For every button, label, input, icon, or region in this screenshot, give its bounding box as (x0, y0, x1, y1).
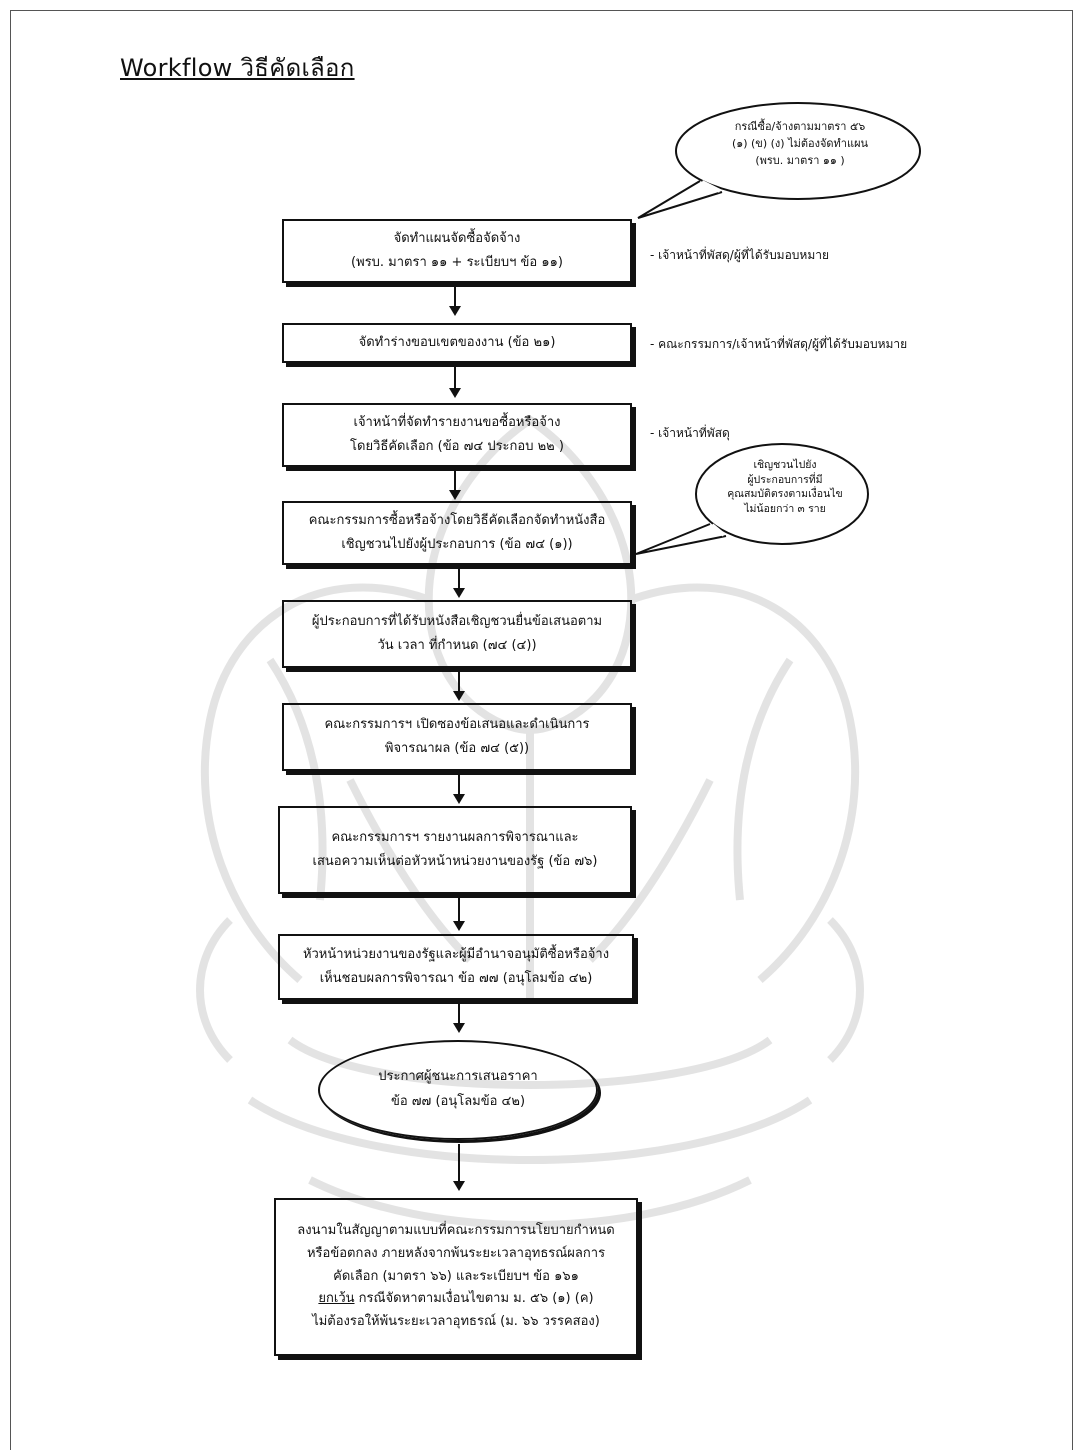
page-border (10, 10, 1073, 1450)
step-sign-contract: ลงนามในสัญญาตามแบบที่คณะกรรมการนโยบายกำห… (274, 1198, 638, 1356)
arrow-1-head (449, 306, 461, 316)
arrow-4-head (453, 588, 465, 598)
arrow-6-head (453, 794, 465, 804)
step-plan-procurement: จัดทำแผนจัดซื้อจัดจ้าง (พรบ. มาตรา ๑๑ + … (282, 219, 632, 283)
arrow-7 (458, 896, 460, 922)
arrow-3-head (449, 490, 461, 500)
callout-bubble-plan (637, 102, 921, 219)
step-committee-report: คณะกรรมการฯ รายงานผลการพิจารณาและ เสนอคว… (278, 806, 632, 894)
arrow-6 (458, 773, 460, 795)
arrow-1 (454, 285, 456, 307)
step-submit-proposal: ผู้ประกอบการที่ได้รับหนังสือเชิญชวนยื่นข… (282, 600, 632, 668)
arrow-5-head (453, 691, 465, 701)
arrow-5 (458, 670, 460, 692)
step-plan-responsible: - เจ้าหน้าที่พัสดุ/ผู้ที่ได้รับมอบหมาย (650, 248, 830, 262)
emblem-watermark (196, 415, 864, 1229)
step-open-proposals: คณะกรรมการฯ เปิดซองข้อเสนอและดำเนินการ พ… (282, 703, 632, 771)
page-title: Workflow วิธีคัดเลือก (120, 54, 355, 82)
step-head-approval: หัวหน้าหน่วยงานของรัฐและผู้มีอำนาจอนุมัต… (278, 934, 634, 1000)
arrow-8-head (453, 1023, 465, 1033)
arrow-2-head (449, 388, 461, 398)
step-draft-tor: จัดทำร่างขอบเขตของงาน (ข้อ ๒๑) (282, 323, 632, 363)
step-purchase-report-responsible: - เจ้าหน้าที่พัสดุ (650, 426, 730, 440)
arrow-7-head (453, 921, 465, 931)
arrow-2 (454, 365, 456, 389)
arrow-9-head (453, 1181, 465, 1191)
except-label: ยกเว้น (318, 1291, 355, 1307)
arrow-8 (458, 1002, 460, 1024)
callout-plan-text: กรณีซื้อ/จ้างตามมาตรา ๕๖ (๑) (ข) (ง) ไม่… (731, 120, 869, 168)
callout-bubble-invite (635, 443, 869, 555)
arrow-9 (458, 1144, 460, 1182)
arrow-4 (458, 567, 460, 589)
step-announce-winner: ประกาศผู้ชนะการเสนอราคา ข้อ ๗๗ (อนุโลมข้… (318, 1040, 598, 1140)
arrow-3 (454, 469, 456, 491)
step-invitation-letter: คณะกรรมการซื้อหรือจ้างโดยวิธีคัดเลือกจัด… (282, 501, 632, 565)
step-draft-tor-responsible: - คณะกรรมการ/เจ้าหน้าที่พัสดุ/ผู้ที่ได้ร… (650, 337, 908, 351)
callout-invite-text: เชิญชวนไปยัง ผู้ประกอบการที่มี คุณสมบัติ… (727, 459, 843, 516)
step-purchase-report: เจ้าหน้าที่จัดทำรายงานขอซื้อหรือจ้าง โดย… (282, 403, 632, 467)
